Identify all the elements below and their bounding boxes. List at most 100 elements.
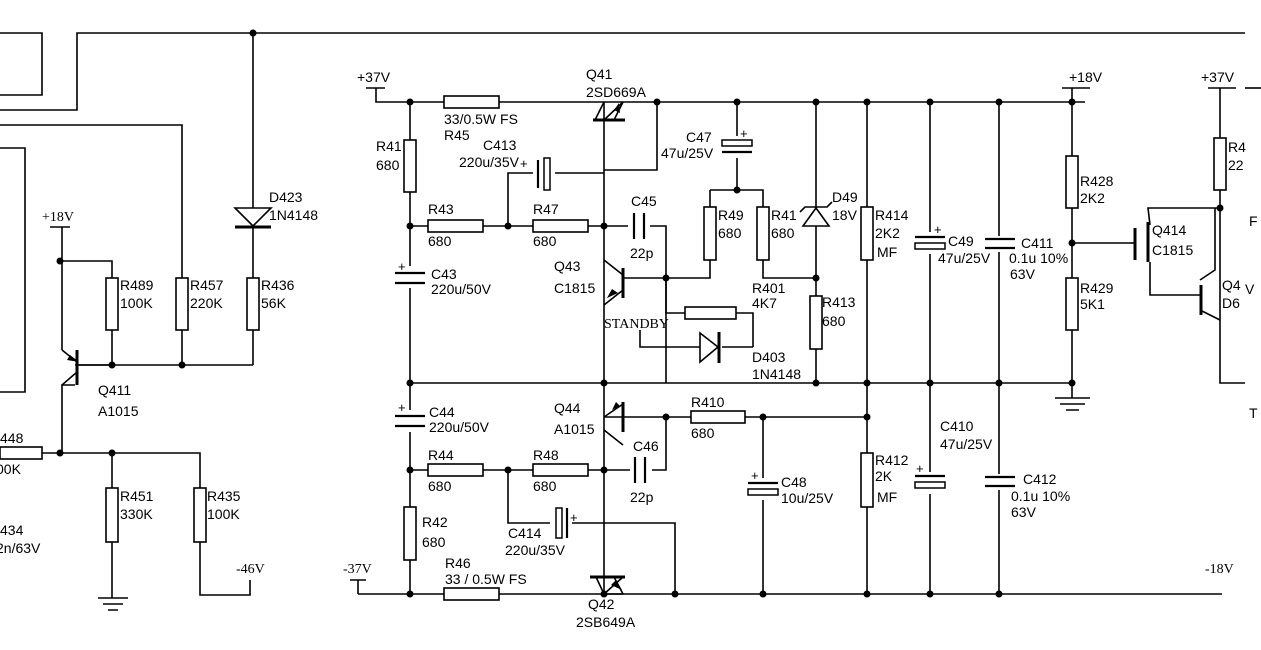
- c411-rating: 63V: [1010, 266, 1036, 282]
- r410-value: 680: [691, 425, 715, 441]
- c46-ref: C46: [633, 438, 659, 454]
- edge-label-f: F: [1249, 213, 1258, 229]
- r435-body: [193, 487, 207, 543]
- c47-capacitor: +: [720, 126, 754, 158]
- r41-value: 680: [376, 157, 400, 173]
- c45-value: 22p: [630, 245, 654, 261]
- r4x-value: 22: [1228, 157, 1244, 173]
- q414-value: C1815: [1152, 242, 1193, 258]
- r42-value: 680: [422, 534, 446, 550]
- r435-ref: R435: [207, 488, 241, 504]
- q41-value: 2SD669A: [586, 84, 647, 100]
- d403-diode: [699, 331, 721, 364]
- c48-capacitor: +: [746, 468, 780, 500]
- svg-text:+: +: [398, 400, 406, 415]
- q4x-ref: Q4: [1222, 277, 1241, 293]
- r41-ref: R41: [376, 138, 402, 154]
- r43-body: [427, 219, 484, 233]
- r435-value: 100K: [207, 506, 240, 522]
- c48-ref: C48: [781, 474, 807, 490]
- d49-zener-diode: [799, 201, 833, 227]
- q414-transistor: [1133, 222, 1150, 262]
- c410-capacitor: +: [913, 461, 947, 494]
- c47-value: 47u/25V: [661, 145, 714, 161]
- d423-value: 1N4148: [269, 207, 318, 223]
- rail-minus18: -18V: [1205, 562, 1234, 577]
- r457-ref: R457: [190, 277, 224, 293]
- rail-plus37-right: +37V: [1201, 69, 1235, 85]
- q411-transistor: [61, 349, 112, 386]
- r489-ref: R489: [120, 277, 154, 293]
- r41-body: [403, 139, 417, 193]
- q41-transistor: [593, 101, 625, 122]
- c414-value: 220u/35V: [505, 542, 566, 558]
- q43-value: C1815: [554, 280, 595, 296]
- r43-ref: R43: [428, 201, 454, 217]
- c414-capacitor: +: [550, 507, 578, 539]
- c45-capacitor: [628, 212, 650, 240]
- r489-body: [105, 277, 119, 331]
- rail-plus18-left: +18V: [42, 210, 74, 225]
- r44-ref: R44: [428, 447, 454, 463]
- edge-label-t: T: [1249, 405, 1258, 421]
- q44-ref: Q44: [554, 400, 581, 416]
- r429-ref: R429: [1080, 280, 1114, 296]
- r49-ref: R49: [718, 207, 744, 223]
- c410-ref: C410: [940, 418, 974, 434]
- c411-capacitor: [983, 236, 1017, 252]
- q411-value: A1015: [98, 403, 139, 419]
- junction-dots: [406, 98, 1076, 598]
- r46-value: 33 / 0.5W FS: [445, 571, 527, 587]
- c44-capacitor: +: [394, 400, 426, 432]
- q44-value: A1015: [554, 421, 595, 437]
- rail-minus37: -37V: [343, 562, 372, 577]
- c49-capacitor: +: [913, 222, 947, 254]
- r414-body: [860, 206, 874, 261]
- q42-value: 2SB649A: [576, 614, 636, 630]
- r451-ref: R451: [120, 488, 154, 504]
- r44-body: [427, 463, 484, 477]
- q411-ref: Q411: [98, 382, 131, 398]
- r457-body: [175, 277, 189, 331]
- rail-minus46: -46V: [236, 562, 265, 577]
- rail-plus37-left: +37V: [357, 69, 391, 85]
- c46-capacitor: [630, 456, 652, 484]
- r42-ref: R42: [422, 514, 448, 530]
- r451-body: [105, 487, 119, 543]
- d403-value: 1N4148: [752, 366, 801, 382]
- r429-body: [1065, 277, 1079, 331]
- r46-body: [443, 587, 500, 601]
- c413-value: 220u/35V: [459, 154, 520, 170]
- r45-value: 33/0.5W FS: [444, 111, 518, 127]
- d423-diode: [233, 207, 273, 229]
- r41x-value: 680: [771, 225, 795, 241]
- right-circuit-section: [1130, 87, 1261, 384]
- d403-ref: D403: [752, 349, 786, 365]
- r410-ref: R410: [691, 394, 725, 410]
- c43-value: 220u/50V: [431, 281, 492, 297]
- q41-ref: Q41: [586, 66, 613, 82]
- rail-plus18-right: +18V: [1069, 69, 1103, 85]
- c48-value: 10u/25V: [781, 490, 834, 506]
- r413-body: [809, 295, 823, 350]
- d49-value: 18V: [832, 207, 858, 223]
- q42-transistor: [590, 575, 625, 595]
- edge-label-v: V: [1245, 281, 1255, 297]
- r412-note: MF: [877, 489, 897, 505]
- c45-ref: C45: [631, 193, 657, 209]
- r48-ref: R48: [533, 447, 559, 463]
- r46-ref: R46: [445, 555, 471, 571]
- c412-rating: 63V: [1011, 504, 1037, 520]
- r48-body: [532, 463, 589, 477]
- r414-value: 2K2: [875, 225, 900, 241]
- c49-ref: C49: [948, 233, 974, 249]
- c46-value: 22p: [630, 489, 654, 505]
- r448-ref: 448: [0, 430, 24, 446]
- rail-labels: +37V +18V +37V +18V -37V -18V -46V: [42, 69, 1235, 577]
- r457-value: 220K: [190, 295, 223, 311]
- r436-value: 56K: [261, 295, 287, 311]
- r412-body: [860, 452, 874, 508]
- c412-ref: C412: [1023, 471, 1057, 487]
- q43-ref: Q43: [554, 258, 581, 274]
